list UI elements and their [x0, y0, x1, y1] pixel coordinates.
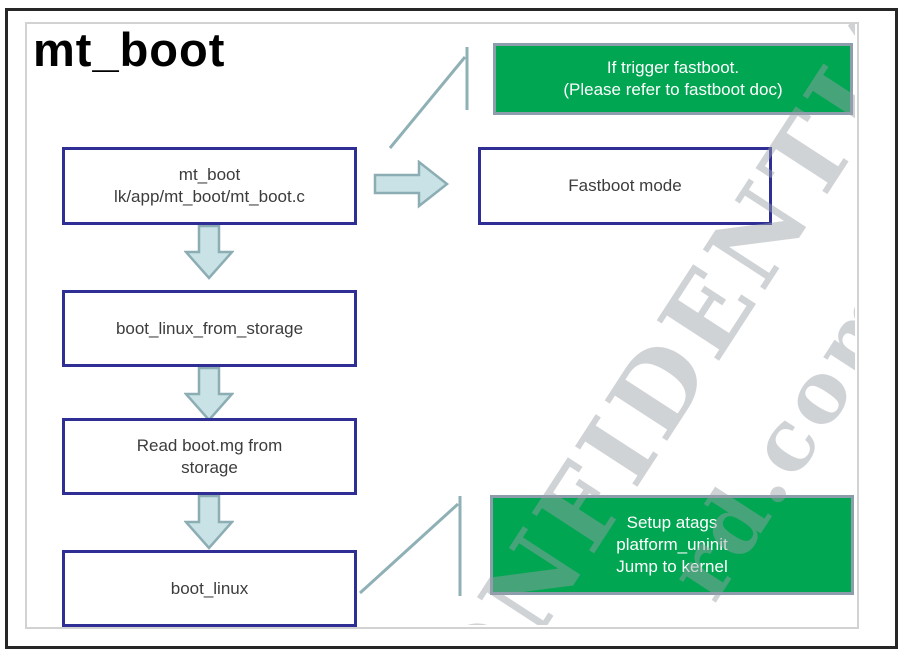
page-title: mt_boot: [33, 23, 226, 76]
arrow-down-icon: [184, 224, 234, 280]
flow-box-read-boot-img: Read boot.mg from storage: [62, 418, 357, 495]
arrow-down-icon: [184, 494, 234, 550]
callout-text: (Please refer to fastboot doc): [563, 80, 783, 99]
arrow-right-icon: [373, 160, 450, 209]
callout-text: If trigger fastboot.: [606, 58, 740, 77]
flow-box-text: boot_linux_from_storage: [115, 318, 304, 338]
flow-box-text: Fastboot mode: [568, 176, 682, 195]
flow-box-text: storage: [181, 457, 238, 477]
flow-box-text: mt_boot: [178, 165, 241, 184]
flow-box-mt-boot: mt_boot lk/app/mt_boot/mt_boot.c: [62, 147, 357, 225]
callout-text: Setup atags: [626, 513, 718, 532]
slide-inner-border: [25, 22, 859, 629]
flow-box-text: lk/app/mt_boot/mt_boot.c: [114, 187, 305, 206]
flow-box-fastboot-mode: Fastboot mode: [478, 147, 772, 225]
callout-text: platform_uninit: [616, 535, 728, 554]
flow-box-text: Read boot.mg from: [136, 435, 283, 455]
callout-fastboot-note: If trigger fastboot. (Please refer to fa…: [493, 43, 853, 115]
flow-box-text: boot_linux: [170, 578, 249, 598]
callout-text: Jump to kernel: [616, 557, 728, 576]
flow-box-boot-linux-from-storage: boot_linux_from_storage: [62, 290, 357, 367]
callout-kernel-note: Setup atags platform_uninit Jump to kern…: [490, 495, 854, 595]
arrow-down-icon: [184, 366, 234, 422]
flow-box-boot-linux: boot_linux: [62, 550, 357, 627]
